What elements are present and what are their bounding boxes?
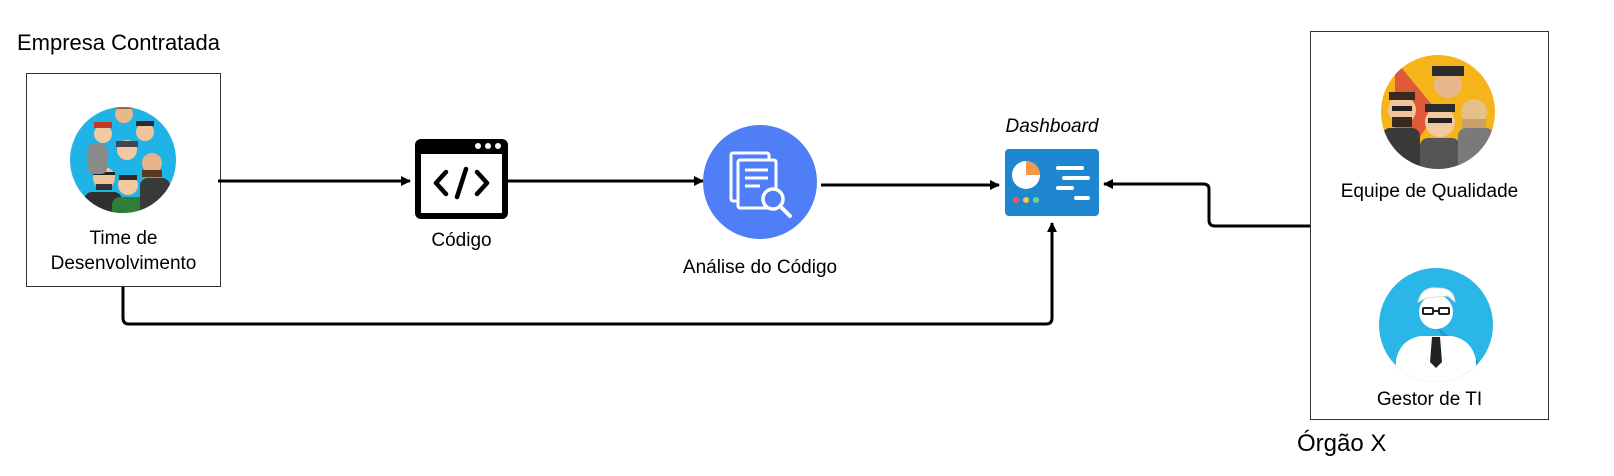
code-window-icon — [415, 139, 508, 219]
edges — [121, 176, 1310, 326]
manager-avatar-icon — [1379, 268, 1493, 382]
quality-team-avatar-icon — [1381, 55, 1495, 169]
developer-team-avatar-icon — [70, 107, 176, 213]
edge-quality-to-dashboard — [1103, 179, 1310, 228]
dev-team-label-line2: Desenvolvimento — [50, 253, 197, 274]
contractor-group-title: Empresa Contratada — [17, 30, 220, 55]
dashboard-label: Dashboard — [1005, 116, 1099, 137]
code-label: Código — [431, 230, 492, 251]
document-search-icon — [703, 125, 817, 239]
quality-team-label: Equipe de Qualidade — [1340, 181, 1519, 202]
agency-group-title: Órgão X — [1297, 430, 1387, 457]
dev-team-label-line1: Time de — [89, 228, 158, 249]
it-manager-label: Gestor de TI — [1376, 389, 1483, 410]
analysis-label: Análise do Código — [682, 257, 838, 278]
edge-dev-to-dashboard — [121, 222, 1057, 326]
dashboard-icon — [1005, 149, 1099, 216]
